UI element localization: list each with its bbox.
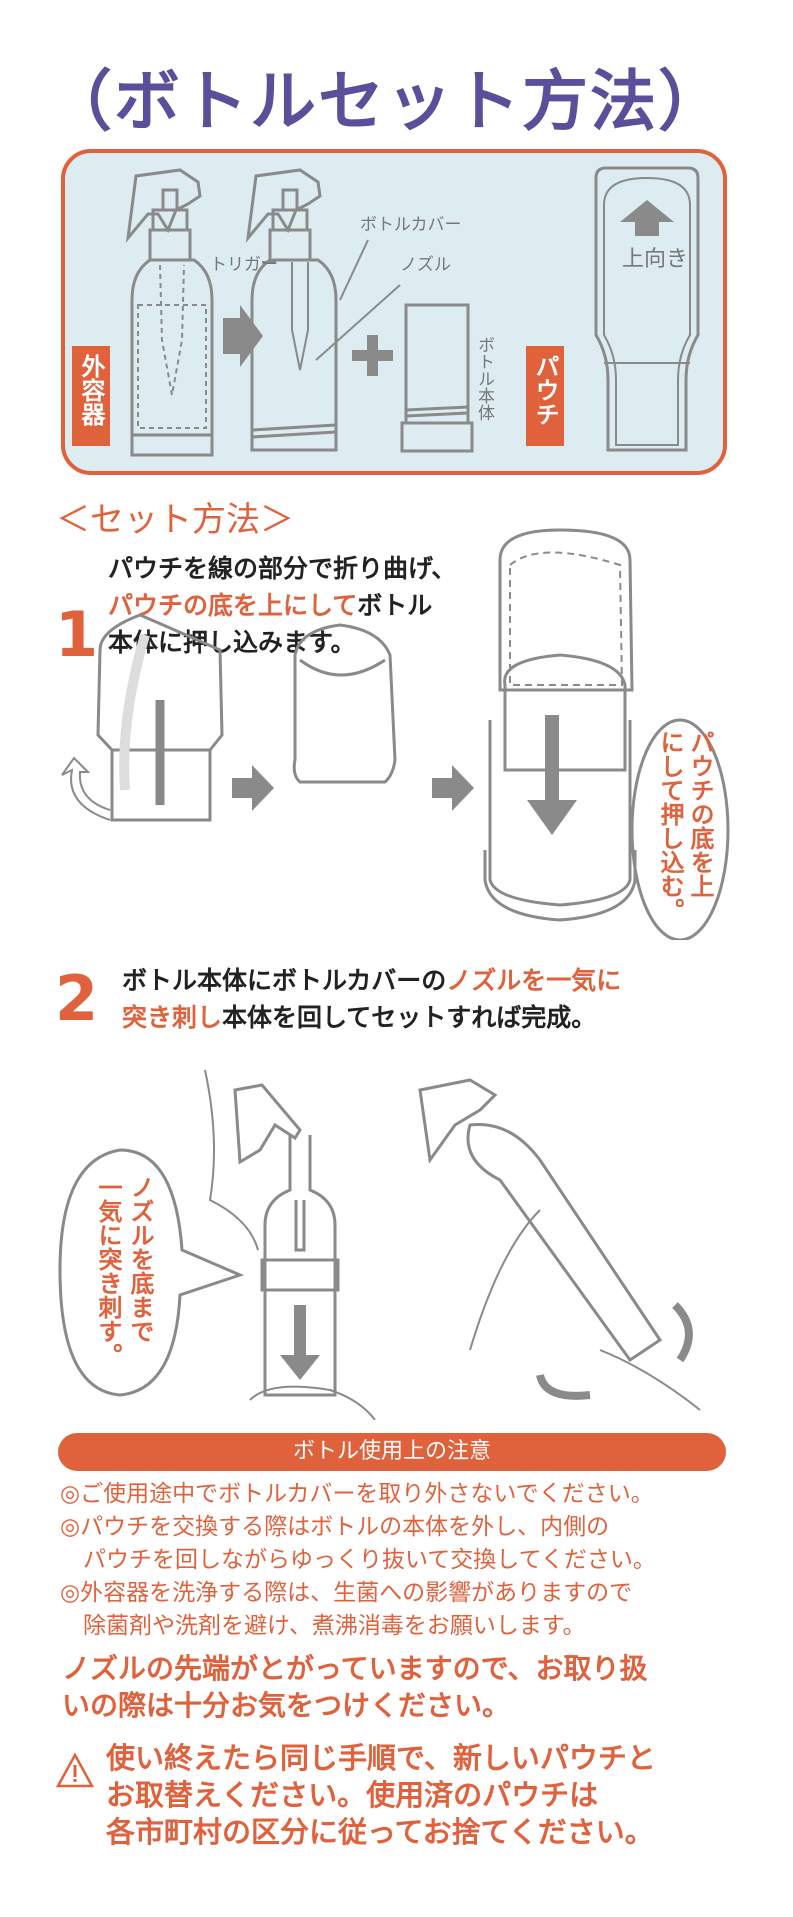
arrow-down-icon <box>527 715 577 835</box>
fold-arrow-icon <box>61 756 111 821</box>
step-1-bubble-col-1: パウチの底を上 <box>686 730 714 898</box>
disposal-line: お取替えください。使用済のパウチは <box>106 1778 599 1812</box>
step-2-illustration: ノズルを底まで 一気に突き刺す。 <box>58 1069 701 1420</box>
step-1-bubble-col-2: にして押し込む。 <box>656 730 684 922</box>
step-1-highlight: パウチの底を上にして <box>108 591 358 620</box>
warning-icon <box>56 1752 95 1788</box>
trigger-label: トリガー <box>210 255 278 275</box>
caution-note: パウチを回しながらゆっくり抜いて交換してください。 <box>60 1547 656 1573</box>
pouch-label: パウチ <box>531 354 559 426</box>
nozzle-warning: ノズルの先端がとがっていますので、お取り扱 いの際は十分お気をつけください。 <box>62 1650 647 1724</box>
outer-container-label: 外容器 <box>77 353 106 426</box>
bottle-body-illustration <box>400 303 474 453</box>
nozzle-warning-line-2: いの際は十分お気をつけください。 <box>62 1689 511 1722</box>
disposal-line: 各市町村の区分に従ってお捨てください。 <box>106 1815 654 1849</box>
step-1-text: パウチを線の部分で折り曲げ、 パウチの底を上にしてボトル 本体に押し込みます。 <box>108 550 456 661</box>
step-2-line-1-highlight: ノズルを一気に <box>446 966 622 995</box>
disposal-line: 使い終えたら同じ手順で、新しいパウチと <box>106 1741 656 1775</box>
step-1-line-2: パウチの底を上にしてボトル <box>108 587 456 624</box>
caution-note: ◎ご使用途中でボトルカバーを取り外さないでください。 <box>60 1481 654 1507</box>
step-1-line-1: パウチを線の部分で折り曲げ、 <box>108 554 457 583</box>
step-1-line-2-rest: ボトル <box>357 591 433 620</box>
bottle-body-label: ボトル本体 <box>474 336 495 421</box>
arrow-right-icon <box>432 765 474 811</box>
arrow-up-icon <box>620 200 674 236</box>
step-2-line-2: 突き刺し本体を回してセットすれば完成。 <box>122 999 621 1036</box>
step-2-text: ボトル本体にボトルカバーのノズルを一気に 突き刺し本体を回してセットすれば完成。 <box>122 962 621 1036</box>
step-2-line-1-plain: ボトル本体にボトルカバーの <box>122 966 447 995</box>
caution-note: 除菌剤や洗剤を避け、煮沸消毒をお願いします。 <box>60 1613 586 1639</box>
step-1-illustration: パウチの底を上 にして押し込む。 <box>61 528 730 940</box>
step-2-line-2-rest: 本体を回してセットすれば完成。 <box>222 1003 597 1032</box>
page-title: （ボトルセット方法） <box>46 63 726 140</box>
section-heading: ＜セット方法＞ <box>56 500 294 540</box>
arrow-right-icon <box>223 305 263 367</box>
arrow-right-icon <box>232 765 274 811</box>
rotate-arrow-icon <box>536 1373 591 1400</box>
bottle-cover-illustration <box>245 168 401 452</box>
nozzle-warning-line-1: ノズルの先端がとがっていますので、お取り扱 <box>62 1652 648 1685</box>
rotate-arrow-icon <box>672 1302 693 1363</box>
pouch-illustration <box>594 166 700 452</box>
caution-note-list: ◎ご使用途中でボトルカバーを取り外さないでください。 ◎パウチを交換する際はボト… <box>60 1478 656 1643</box>
step-2-bubble-col-2: 一気に突き刺す。 <box>94 1175 122 1367</box>
caution-heading: ボトル使用上の注意 <box>58 1433 726 1471</box>
upward-label: 上向き <box>622 247 688 272</box>
step-1-number: 1 <box>55 598 99 671</box>
step-2-bubble-col-1: ノズルを底まで <box>126 1175 154 1343</box>
parts-diagram: トリガー ボトルカバー ノズル 上向き ボトル本体 外容器 パウチ <box>72 166 700 457</box>
step-2-number: 2 <box>55 962 99 1035</box>
disposal-instructions: 使い終えたら同じ手順で、新しいパウチと お取替えください。使用済のパウチは 各市… <box>106 1740 656 1851</box>
nozzle-label: ノズル <box>400 255 451 275</box>
caution-note: ◎外容器を洗浄する際は、生菌への影響がありますので <box>60 1580 633 1606</box>
outer-container-bottle-illustration <box>125 168 214 457</box>
step-2-line-1: ボトル本体にボトルカバーのノズルを一気に <box>122 962 621 999</box>
caution-note: ◎パウチを交換する際はボトルの本体を外し、内側の <box>60 1514 610 1540</box>
bottle-cover-label: ボトルカバー <box>360 215 462 235</box>
step-2-line-2-highlight: 突き刺し <box>122 1003 223 1032</box>
plus-icon <box>352 335 393 376</box>
arrow-down-icon <box>280 1305 320 1380</box>
